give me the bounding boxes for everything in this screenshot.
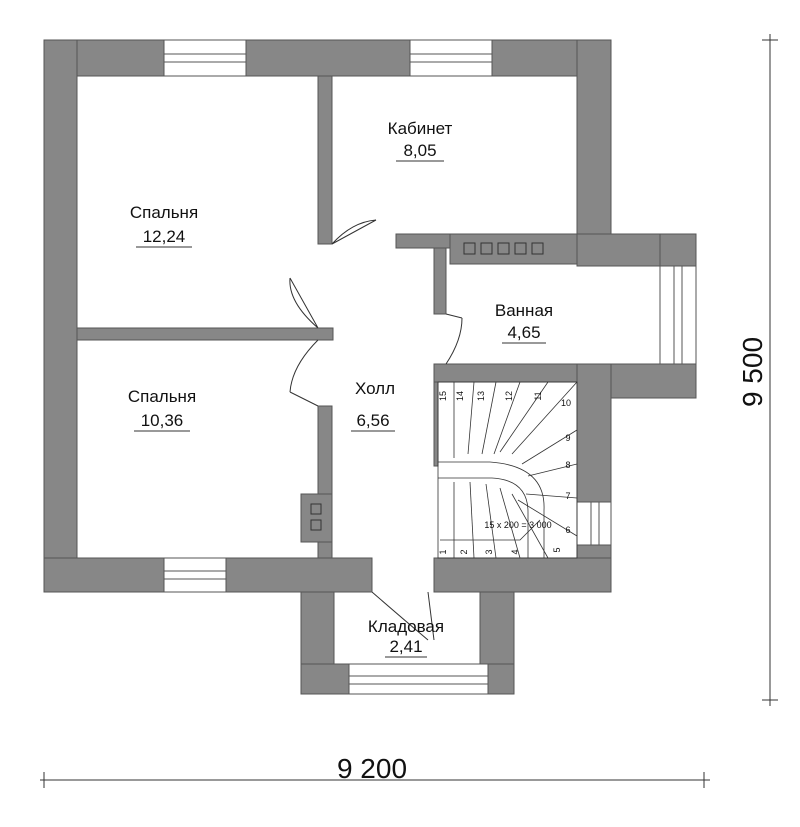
stair-step-number: 8 <box>565 460 570 470</box>
wall-int-bedrooms <box>76 327 334 341</box>
stair-outline <box>437 381 578 559</box>
stair-step-number: 10 <box>561 398 571 408</box>
door-bedroom1 <box>289 277 319 329</box>
duct-4 <box>514 242 527 255</box>
bath-duct-panel <box>449 233 578 265</box>
stair-tread <box>511 493 549 559</box>
stair-step-number: 5 <box>552 547 562 552</box>
duct-2 <box>480 242 493 255</box>
wall-bath-right <box>659 233 697 267</box>
stair-tread <box>493 381 521 455</box>
stair-step-number: 15 <box>438 391 448 401</box>
stair-step-number: 14 <box>455 391 465 401</box>
room-area-study: 8,05 <box>403 141 436 160</box>
room-area-bathroom: 4,65 <box>507 323 540 342</box>
walls <box>43 39 697 695</box>
wall-bottom-right <box>433 557 612 593</box>
stair-step-number: 2 <box>459 549 469 554</box>
dim-text-width: 9 200 <box>337 753 407 784</box>
wall-int-bath-bottom <box>433 363 578 383</box>
vent-square-2 <box>310 519 322 531</box>
dimension-width: 9 200 <box>40 753 710 788</box>
duct-5 <box>531 242 544 255</box>
window-bedroom1-top <box>163 39 247 77</box>
wall-storage-bottom-left <box>300 663 350 695</box>
room-labels: Спальня 12,24 Кабинет 8,05 Ванная 4,65 С… <box>128 119 553 658</box>
room-name-bedroom-2: Спальня <box>128 387 196 406</box>
stair-step-number: 4 <box>510 549 520 554</box>
stair-step-number: 3 <box>484 549 494 554</box>
wall-bottom-left-b <box>225 557 373 593</box>
wall-int-bed-study <box>317 75 333 245</box>
stair-step-number: 11 <box>533 391 543 400</box>
window-storage-bottom <box>348 663 489 695</box>
room-area-bedroom-1: 12,24 <box>143 227 186 246</box>
stair-tread <box>517 499 578 537</box>
stair-tread <box>525 493 578 499</box>
wall-int-bath-left <box>433 247 447 315</box>
stair-step-number: 13 <box>476 391 486 401</box>
stair-tread <box>521 429 578 465</box>
windows <box>163 39 697 695</box>
room-name-bedroom-1: Спальня <box>130 203 198 222</box>
wall-int-study-bottom <box>395 233 451 249</box>
window-bedroom2-bottom <box>163 557 227 593</box>
wall-storage-bottom-right <box>487 663 515 695</box>
stair-step-number: 7 <box>565 491 570 501</box>
duct-panel <box>449 233 578 265</box>
stair-tread <box>499 381 549 453</box>
wall-bottom-left-a <box>43 557 165 593</box>
room-area-hall: 6,56 <box>356 411 389 430</box>
duct-1 <box>463 242 476 255</box>
stair-step-number: 6 <box>565 525 570 535</box>
stair-note: 15 x 200 = 3 000 <box>484 520 551 530</box>
dim-text-height: 9 500 <box>737 337 768 407</box>
duct-3 <box>497 242 510 255</box>
room-name-hall: Холл <box>355 379 395 398</box>
room-area-storage: 2,41 <box>389 637 422 656</box>
room-name-storage: Кладовая <box>368 617 444 636</box>
wall-right-stair-a <box>576 363 612 503</box>
dimension-height: 9 500 <box>737 34 778 706</box>
stair-step-number: 1 <box>438 549 448 554</box>
door-study <box>331 219 377 245</box>
stair-step-number: 12 <box>504 391 514 401</box>
stair-tread <box>527 463 578 477</box>
stair-tread <box>511 381 578 455</box>
window-study-top <box>409 39 493 77</box>
wall-left <box>43 39 78 593</box>
stair-tread <box>481 381 497 455</box>
stair-inner-arc-2 <box>438 477 529 558</box>
door-bathroom <box>445 313 463 365</box>
stair-step-number: 9 <box>565 433 570 443</box>
stair-tread <box>485 483 497 559</box>
stair-tread <box>467 381 475 455</box>
stair-tread <box>499 487 521 559</box>
window-bathroom-right <box>659 265 697 365</box>
wall-vent-block <box>300 493 333 543</box>
door-storage <box>371 591 435 641</box>
wall-right-study <box>576 39 612 267</box>
wall-top-mid <box>245 39 411 77</box>
room-name-study: Кабинет <box>388 119 453 138</box>
stair-inner-arc <box>438 461 545 558</box>
stair-tread <box>469 481 475 559</box>
room-area-bedroom-2: 10,36 <box>141 411 184 430</box>
door-bedroom2 <box>289 339 319 407</box>
doors <box>289 219 463 641</box>
stair-direction-line <box>440 519 541 541</box>
vent-square-1 <box>310 503 322 515</box>
room-name-bathroom: Ванная <box>495 301 553 320</box>
window-stair-right <box>576 501 612 546</box>
